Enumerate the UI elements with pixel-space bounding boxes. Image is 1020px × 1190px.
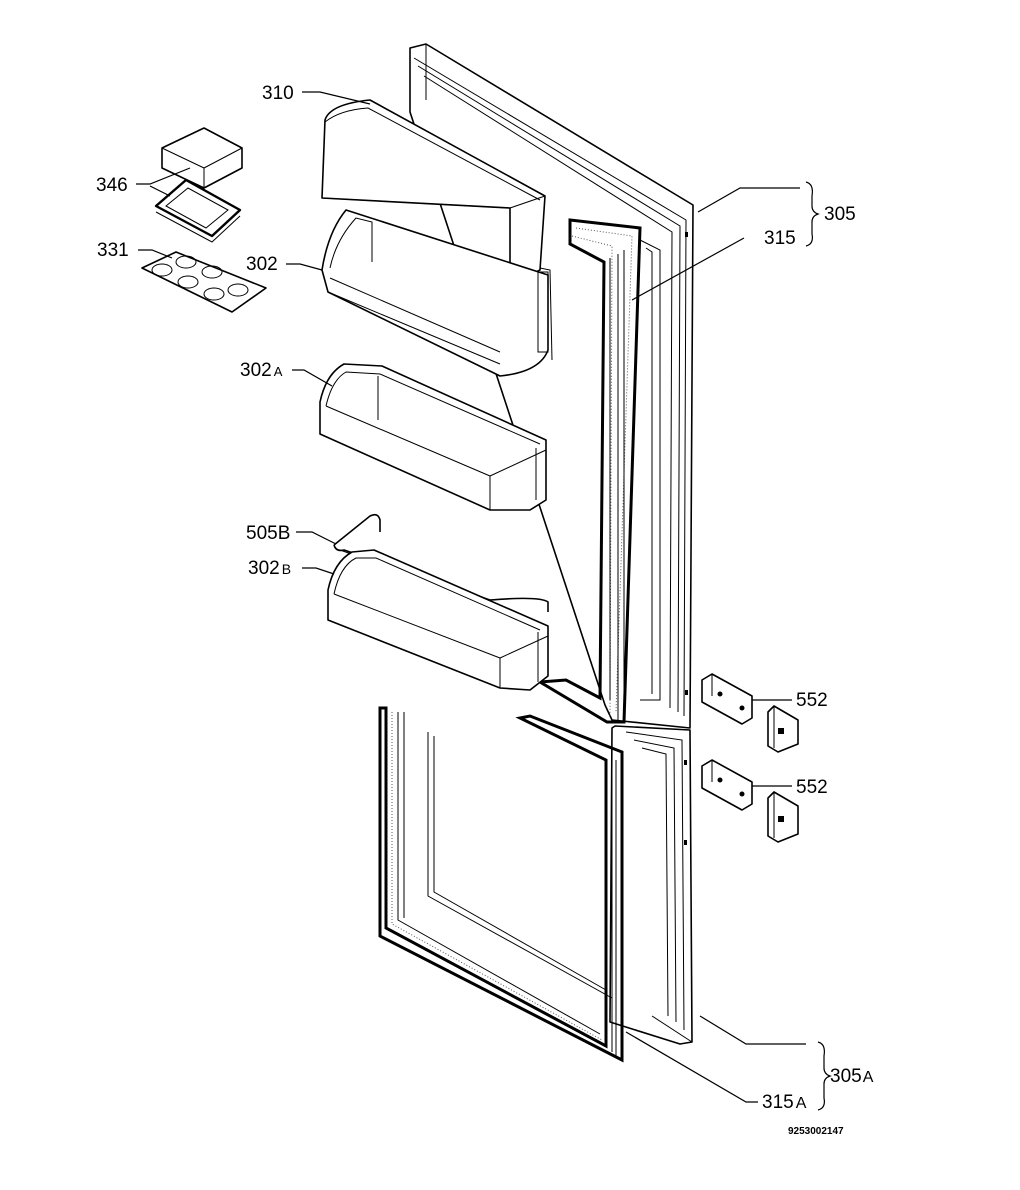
label-305a: 305A [830, 1066, 874, 1087]
part-302b-bin [327, 549, 549, 691]
part-302-shelf [321, 209, 553, 377]
brace-305a [817, 1041, 832, 1111]
part-346-butter-dish [154, 127, 243, 243]
upper-door-gasket [535, 218, 642, 724]
part-552-hinge-lower [701, 759, 799, 843]
label-331: 331 [97, 240, 129, 261]
part-302a-bin [319, 363, 547, 511]
label-346: 346 [96, 175, 128, 196]
label-552-upper: 552 [796, 690, 828, 711]
label-305: 305 [824, 204, 856, 225]
label-315: 315 [764, 228, 796, 249]
lower-door-gasket [378, 706, 624, 1063]
upper-door [409, 43, 694, 729]
part-552-hinge-upper [701, 673, 799, 753]
drawing-number: 9253002147 [788, 1126, 844, 1137]
label-310: 310 [262, 83, 294, 104]
label-302: 302 [246, 254, 278, 275]
lower-door [609, 725, 693, 1045]
brace-305 [805, 181, 820, 247]
part-331-egg-tray [141, 251, 267, 313]
label-552-lower: 552 [796, 777, 828, 798]
leader-lines [136, 91, 806, 1103]
label-505b: 505B [246, 523, 290, 544]
